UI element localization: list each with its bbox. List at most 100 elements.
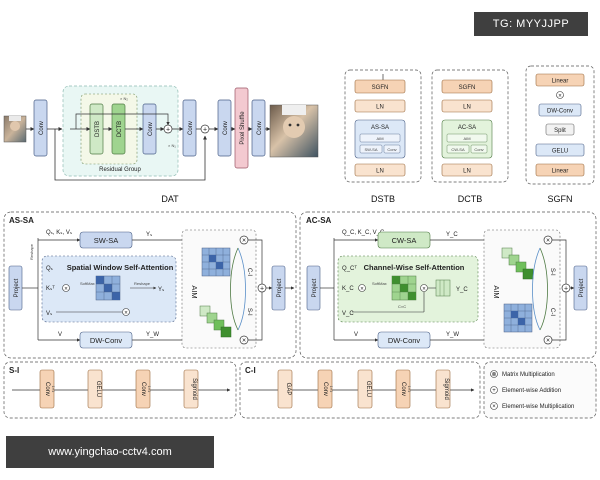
dstb-detail: SGFN LN AS-SA AIM SW-SA Conv LN DSTB [344,69,422,204]
legend-matmul-label: Matrix Multiplication [502,372,555,378]
cwsa-softmax-label: SoftMax [372,281,387,286]
legend-matmul-icon [490,370,498,378]
svg-text:⊗: ⊗ [491,372,496,378]
cwsa-inner-title: Channel-Wise Self-Attention [364,263,465,272]
dctb-detail: SGFN LN AC-SA AIM CW-SA Conv LN DCTB [431,69,509,204]
si-gelu-label: GELU [95,381,101,397]
svg-text:×: × [492,404,496,410]
pixel-shuffle-block [234,87,249,169]
cwsa-qc-label: Q_Cᵀ [342,265,357,272]
as-sa-ci-label: C-I [246,268,252,276]
ac-sa-project-in-label: Project [312,278,318,297]
dstb-label: DSTB [95,121,101,137]
sgfn-linear-top [535,73,585,87]
ci-gap-label: GAP [285,383,291,396]
svg-text:+: + [260,286,264,293]
residual-group-label: Residual Group [99,167,141,173]
dstb-ln-1-label: LN [376,105,384,111]
ci-conv-2-kernel: 1×1 [407,386,412,394]
as-sa-ys-label: Yₛ [146,232,152,238]
times-n2-label: × N₂ [120,96,128,101]
ac-sa-ci-label: C-I [549,308,555,316]
as-sa-label: AS-SA [9,216,34,225]
si-conv-1-label: Conv [44,382,50,396]
si-diagram: S-I Conv 1×1 GELU Conv 1×1 Sigmoid [3,361,237,419]
as-sa-project-out-label: Project [277,278,283,297]
dat-caption: DAT [161,194,179,204]
as-sa-diagram: AS-SA Project Reshape Qₛ, Kₛ, Vₛ SW-SA Y… [3,211,297,359]
input-image [3,115,27,143]
as-sa-si-label: S-I [246,308,252,316]
rg-conv-label: Conv [148,122,154,136]
si-conv-2-kernel: 1×1 [147,386,152,394]
swsa-mult-icon-1 [62,284,70,292]
dctb-conv-label: Conv [474,147,483,152]
ac-sa-aim-grid-bottom [503,303,533,333]
dctb-sgfn [441,79,493,94]
dstb-sgfn [354,79,406,94]
ac-sa-project-out [573,265,588,311]
si-conv-1-kernel: 1×1 [51,386,56,394]
sgfn-linear-top-label: Linear [552,79,569,85]
ac-sa-qkv-label: Q_C, K_C, V_C [342,230,385,236]
ac-sa-aim-box [483,229,561,349]
ci-sigmoid [435,369,451,409]
swsa-ks-label: Kₛᵀ [46,285,55,292]
ci-conv-1 [317,369,333,409]
si-conv-1 [39,369,55,409]
dstb-swsa-label: SW-SA [364,147,377,152]
as-sa-aim-grid-top [201,247,231,277]
swsa-inner-title: Spatial Window Self-Attention [67,263,174,272]
svg-text:+: + [166,127,170,134]
dat-conv-1 [33,99,48,157]
swsa-qs-label: Qₛ [46,266,53,272]
legend-mult-icon [490,402,498,410]
svg-text:×: × [422,286,426,292]
cwsa-attention-grid [391,275,417,301]
sgfn-mult-icon [556,91,564,99]
sgfn-detail: Linear × DW-Conv Split GELU Linear SGFN [525,65,595,204]
cwsa-kc-label: K_C [342,286,354,292]
dat-conv-4 [251,99,266,157]
as-sa-reshape-side: Reshape [29,243,34,260]
sgfn-split [545,123,575,136]
website-banner[interactable]: www.yingchao-cctv4.com [6,436,214,468]
si-label: S-I [9,366,19,375]
ci-gap [277,369,293,409]
sgfn-gelu [535,143,585,157]
svg-text:+: + [564,286,568,293]
ci-conv-1-kernel: 1×1 [329,386,334,394]
ac-sa-cwsa-label: CW-SA [392,236,417,245]
legend: ⊗ Matrix Multiplication + Element-wise A… [483,361,597,419]
dctb-caption: DCTB [458,194,483,204]
dat-conv-3 [217,99,232,157]
dat-conv-4-label: Conv [257,121,263,135]
as-sa-aim-label: AIM [190,285,199,298]
dctb-ln-1-label: LN [463,105,471,111]
svg-text:×: × [360,286,364,292]
sgfn-linear-bottom [535,163,585,177]
ac-sa-project-out-label: Project [579,278,585,297]
ac-sa-si-label: S-I [549,268,555,276]
ci-conv-1-label: Conv [322,382,328,396]
times-n1-label: × N₁ [168,143,176,148]
dstb-conv-label: Conv [387,147,396,152]
cwsa-vc-label: V_C [342,311,354,317]
ac-sa-aim-label: AIM [492,285,501,298]
tg-badge: TG: MYYJJPP [474,12,588,36]
svg-text:×: × [64,286,68,292]
dctb-ln-2-label: LN [463,169,471,175]
ci-sigmoid-label: Sigmoid [443,378,449,400]
dat-conv-1-label: Conv [39,121,45,135]
ac-sa-yc-label: Y_C [446,232,458,238]
sgfn-dwconv [538,103,582,117]
cwsa-output-block [435,279,451,297]
dctb-ln-1 [441,99,493,113]
ci-conv-2-label: Conv [400,382,406,396]
ac-sa-yw-label: Y_W [446,332,459,338]
as-sa-project-in-label: Project [14,278,20,297]
svg-text:×: × [242,338,246,345]
swsa-mult-icon-2 [122,308,130,316]
ac-sa-diagram: AC-SA Project Q_C, K_C, V_C CW-SA Y_C Ch… [299,211,597,359]
